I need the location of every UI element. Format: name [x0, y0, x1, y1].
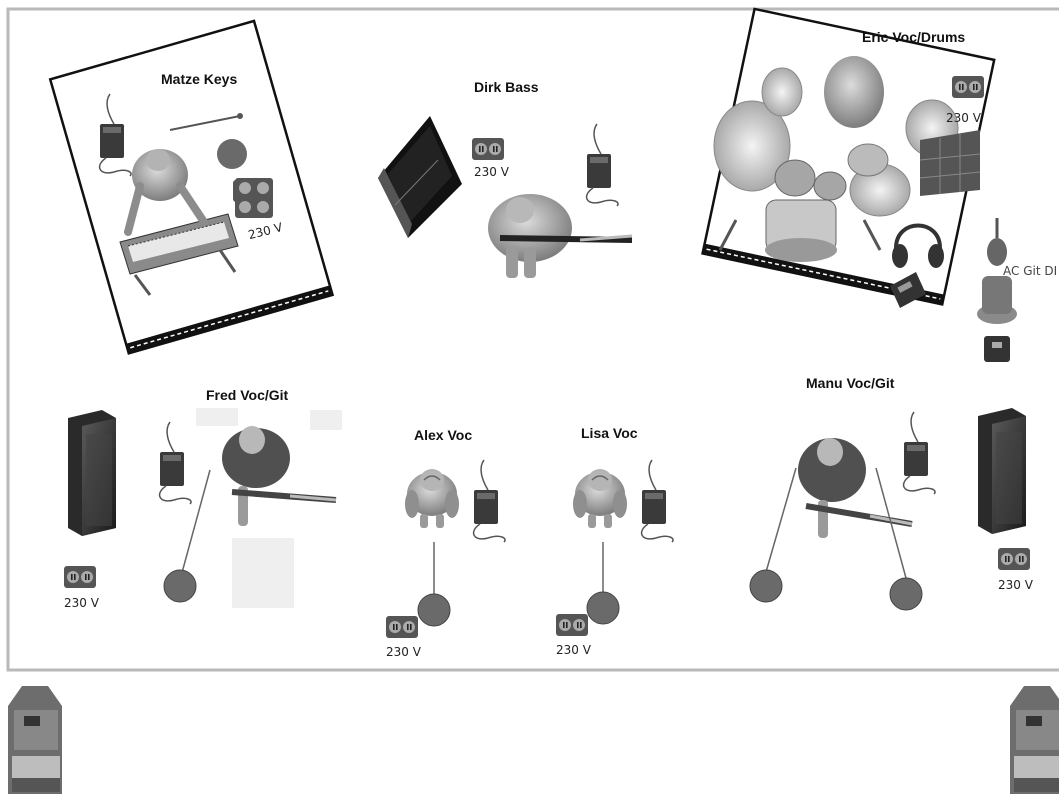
- power-outlet-quad-icon: [235, 178, 273, 218]
- di-label: AC Git DI: [1003, 264, 1057, 278]
- power-label: 230 V: [64, 596, 100, 610]
- power-label: 230 V: [474, 165, 510, 179]
- musician-label-eric: Eric Voc/Drums: [862, 29, 965, 45]
- power-outlet-icon: [952, 76, 984, 98]
- power-outlet-icon: [64, 566, 96, 588]
- power-outlet-icon: [998, 548, 1030, 570]
- musician-label-lisa: Lisa Voc: [581, 425, 638, 441]
- power-label: 230 V: [998, 578, 1034, 592]
- musician-label-matze: Matze Keys: [161, 71, 237, 87]
- musician-label-fred: Fred Voc/Git: [206, 387, 289, 403]
- drum-pad-icon: [920, 130, 980, 196]
- musician-label-alex: Alex Voc: [414, 427, 472, 443]
- power-outlet-icon: [472, 138, 504, 160]
- power-label: 230 V: [556, 643, 592, 657]
- placeholder-box: [232, 538, 294, 608]
- placeholder-box: [310, 410, 342, 430]
- placeholder-box: [196, 408, 238, 426]
- power-outlet-icon: [556, 614, 588, 636]
- musician-label-dirk: Dirk Bass: [474, 79, 539, 95]
- guitar-amp-icon: [978, 408, 1026, 534]
- guitar-amp-icon: [68, 410, 116, 536]
- monitor-wedge-icon: [8, 686, 62, 794]
- power-label: 230 V: [946, 111, 982, 125]
- power-label: 230 V: [386, 645, 422, 659]
- power-outlet-icon: [386, 616, 418, 638]
- monitor-wedge-icon: [1010, 686, 1059, 794]
- musician-label-manu: Manu Voc/Git: [806, 375, 895, 391]
- di-box-icon: [984, 336, 1010, 362]
